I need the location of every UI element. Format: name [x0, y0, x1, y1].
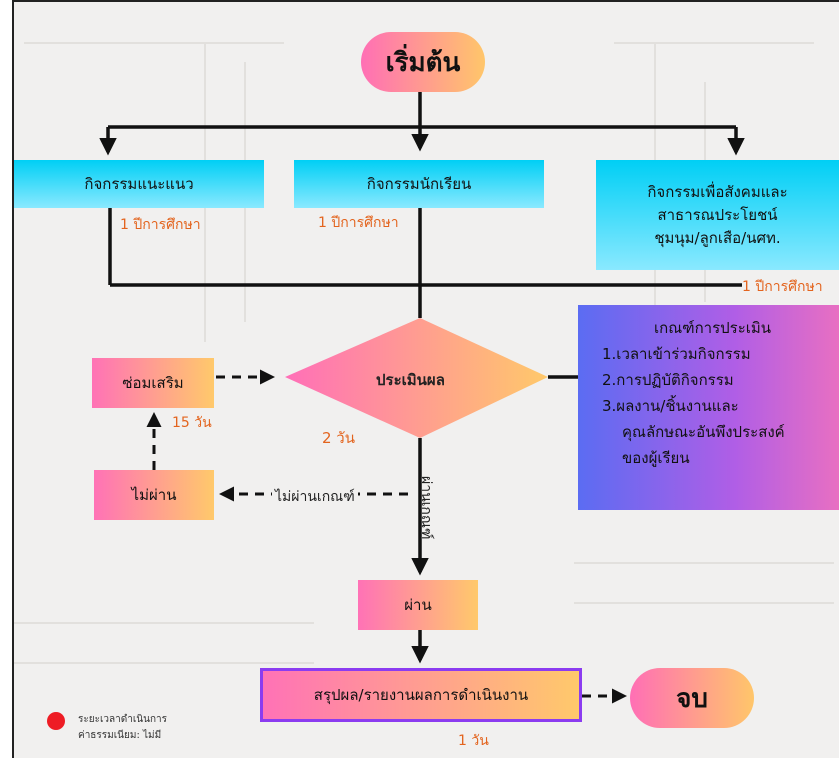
legend-red-dot-icon	[47, 712, 65, 730]
social-activity-node: กิจกรรมเพื่อสังคมและ สาธารณประโยชน์ ชุมน…	[596, 160, 839, 270]
end-node: จบ	[630, 668, 754, 728]
evaluate-label: ประเมินผล	[376, 371, 445, 389]
criteria-box: เกณฑ์การประเมิน 1.เวลาเข้าร่วมกิจกรรม 2.…	[578, 305, 839, 510]
summary-duration: 1 วัน	[458, 733, 489, 749]
pass-label: ผ่าน	[404, 596, 432, 614]
background-line	[574, 602, 834, 604]
social-activity-line: ชุมนุม/ลูกเสือ/นศท.	[654, 228, 781, 247]
background-line	[14, 662, 314, 664]
pass-node: ผ่าน	[358, 580, 478, 630]
social-duration: 1 ปีการศึกษา	[742, 279, 823, 295]
evaluate-diamond	[285, 318, 548, 438]
background-line	[614, 42, 814, 44]
social-activity-line: กิจกรรมเพื่อสังคมและ	[647, 182, 788, 201]
legend-text: ระยะเวลาดำเนินการ ค่าธรรมเนียม: ไม่มี	[78, 712, 167, 744]
student-activity-node: กิจกรรมนักเรียน	[294, 160, 544, 208]
remedial-node: ซ่อมเสริม	[92, 358, 214, 408]
student-duration: 1 ปีการศึกษา	[318, 215, 399, 231]
pass-criteria-label: ผ่านเกณฑ์	[418, 476, 434, 540]
summary-node: สรุปผล/รายงานผลการดำเนินงาน	[260, 668, 582, 722]
criteria-item: 1.เวลาเข้าร่วมกิจกรรม	[602, 345, 751, 363]
guidance-activity-label: กิจกรรมแนะแนว	[84, 174, 194, 193]
summary-label: สรุปผล/รายงานผลการดำเนินงาน	[313, 686, 529, 704]
background-line	[574, 562, 834, 564]
background-line	[14, 622, 314, 624]
fail-node: ไม่ผ่าน	[94, 470, 214, 520]
criteria-item: 2.การปฏิบัติกิจกรรม	[602, 371, 734, 389]
guidance-activity-node: กิจกรรมแนะแนว	[14, 160, 264, 208]
legend-line: ระยะเวลาดำเนินการ	[78, 714, 167, 725]
criteria-title: เกณฑ์การประเมิน	[654, 319, 772, 337]
student-activity-label: กิจกรรมนักเรียน	[366, 174, 472, 193]
end-label: จบ	[676, 683, 708, 714]
social-activity-line: สาธารณประโยชน์	[657, 205, 778, 224]
legend-line: ค่าธรรมเนียม: ไม่มี	[78, 730, 162, 741]
start-node: เริ่มต้น	[361, 32, 485, 92]
evaluate-duration: 2 วัน	[322, 429, 355, 447]
fail-label: ไม่ผ่าน	[131, 486, 177, 504]
remedial-duration: 15 วัน	[172, 415, 212, 431]
start-label: เริ่มต้น	[385, 47, 461, 78]
remedial-label: ซ่อมเสริม	[122, 374, 184, 392]
criteria-item-continuation: คุณลักษณะอันพึงประสงค์	[622, 423, 785, 441]
fail-criteria-label: ไม่ผ่านเกณฑ์	[272, 486, 358, 508]
guidance-duration: 1 ปีการศึกษา	[120, 217, 201, 233]
criteria-item: 3.ผลงาน/ชิ้นงานและ	[602, 397, 739, 415]
background-line	[24, 42, 284, 44]
criteria-item-continuation: ของผู้เรียน	[622, 449, 690, 467]
